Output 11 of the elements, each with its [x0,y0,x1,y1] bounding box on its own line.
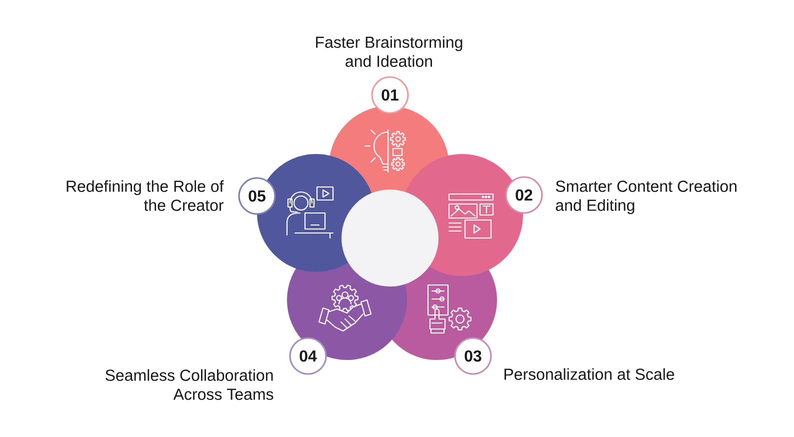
number-badge: 05 [238,177,276,215]
step-label: Faster Brainstorming and Ideation [316,36,462,67]
step-label: Seamless Collaboration Across Teams [106,369,274,400]
step-label: Personalization at Scale [504,368,674,380]
step-label: Redefining the Role of the Creator [66,180,224,211]
number-badge: 02 [505,176,543,214]
center-circle [342,190,438,286]
step-label: Smarter Content Creation and Editing [556,180,736,214]
number-badge: 03 [454,337,492,375]
number-badge: 01 [371,76,409,114]
number-badge: 04 [289,337,327,375]
